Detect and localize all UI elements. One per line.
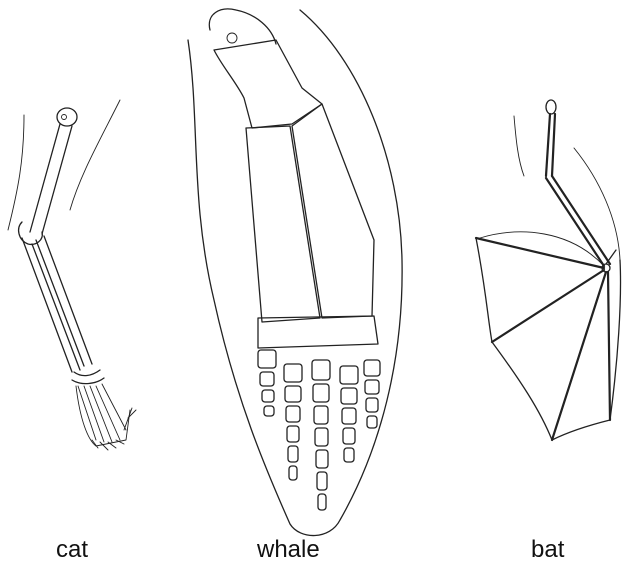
whale-digit-2 [284, 364, 302, 480]
whale-ulna [292, 104, 374, 318]
bat-humerus-head [546, 100, 556, 114]
whale-digit-4 [340, 366, 358, 462]
whale-flipper-outline [188, 10, 402, 536]
cat-ulna [36, 236, 92, 366]
whale-humerus [214, 40, 322, 128]
cat-wrist [72, 370, 104, 384]
whale-digit-3 [312, 360, 330, 510]
whale-flipper [188, 9, 402, 536]
whale-digit-1 [258, 350, 276, 416]
cat-digits [78, 384, 136, 450]
bat-thumb [606, 250, 616, 264]
cat-humerus [30, 124, 72, 234]
cat-radius [22, 238, 80, 372]
cat-elbow [19, 222, 43, 244]
bat-finger-1 [476, 238, 604, 268]
cat-forelimb [8, 100, 136, 450]
cat-label: cat [56, 538, 88, 562]
whale-humerus-head [209, 9, 276, 44]
whale-radius [246, 126, 320, 322]
whale-digit-5 [364, 360, 380, 428]
bat-finger-4 [608, 272, 610, 420]
bat-label: bat [531, 538, 564, 562]
bat-body-outline [514, 116, 524, 176]
bat-wing [476, 100, 621, 440]
bat-humerus [546, 114, 555, 176]
whale-label: whale [257, 538, 320, 562]
cat-humerus-head [57, 108, 77, 126]
cat-body-outline [8, 115, 24, 230]
